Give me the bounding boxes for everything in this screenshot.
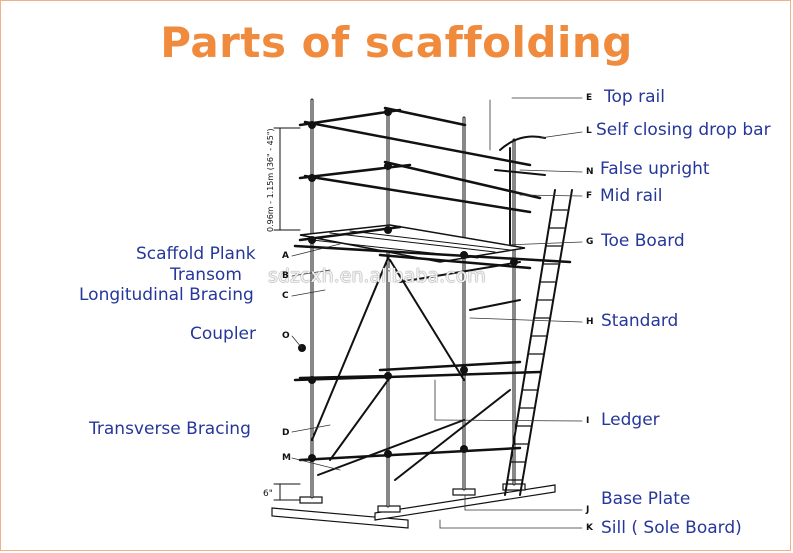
- label-coupler: Coupler: [190, 324, 256, 344]
- letter-n: N: [586, 167, 594, 177]
- label-false-upright: False upright: [600, 159, 710, 179]
- label-sill-sole-board: Sill ( Sole Board): [601, 518, 742, 538]
- letter-k: K: [586, 523, 593, 533]
- mid-rails: [300, 162, 540, 212]
- label-transom: Transom: [170, 265, 242, 285]
- height-dimension-text: 0.96m - 1.15m (36" - 45"): [266, 128, 275, 232]
- base-dimension-text: 6": [263, 489, 273, 499]
- letter-g: G: [586, 237, 593, 247]
- letter-c: C: [282, 291, 289, 301]
- label-ledger: Ledger: [601, 410, 660, 430]
- letter-m: M: [282, 453, 291, 463]
- label-longitudinal-bracing: Longitudinal Bracing: [79, 285, 254, 305]
- top-rails: [300, 108, 530, 165]
- letter-j: J: [586, 505, 589, 515]
- label-base-plate: Base Plate: [601, 489, 690, 509]
- label-transverse-bracing: Transverse Bracing: [89, 419, 251, 439]
- letter-e: E: [586, 93, 592, 103]
- letter-b: B: [282, 271, 289, 281]
- letter-a: A: [282, 251, 289, 261]
- letter-i: I: [586, 416, 589, 426]
- drop-bar: [495, 137, 545, 246]
- leader-lines: [292, 98, 582, 528]
- label-scaffold-plank: Scaffold Plank: [136, 244, 256, 264]
- letter-l: L: [586, 126, 592, 136]
- label-standard: Standard: [601, 311, 678, 331]
- label-mid-rail: Mid rail: [600, 186, 662, 206]
- letter-f: F: [586, 191, 592, 201]
- label-toe-board: Toe Board: [601, 231, 685, 251]
- label-top-rail: Top rail: [604, 87, 665, 107]
- letter-h: H: [586, 317, 594, 327]
- label-self-closing-drop-bar: Self closing drop bar: [596, 120, 771, 140]
- standards: [312, 100, 514, 506]
- watermark: sdzcxh.en.alibaba.com: [268, 265, 486, 287]
- letter-o: O: [282, 331, 290, 341]
- letter-d: D: [282, 428, 289, 438]
- ledgers: [295, 362, 540, 460]
- height-dimension: [274, 128, 300, 500]
